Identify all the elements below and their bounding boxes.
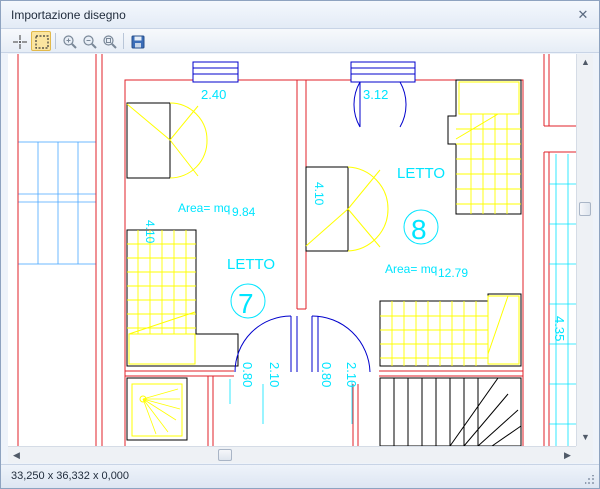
title-bar[interactable]: Importazione disegno ✕ bbox=[1, 1, 599, 29]
right-structure bbox=[549, 154, 576, 446]
scroll-left-arrow-icon[interactable]: ◀ bbox=[13, 450, 20, 460]
room-number-circle bbox=[230, 283, 266, 319]
dim-mid-height: 4.10 bbox=[312, 182, 326, 206]
scroll-up-arrow-icon[interactable]: ▲ bbox=[581, 57, 590, 67]
left-window-grid bbox=[17, 141, 97, 265]
floor-plan-drawing: 2.40 3.12 4.10 4.10 4.35 LETTO 7 Area= m… bbox=[17, 54, 576, 446]
room-name-right: LETTO bbox=[397, 165, 445, 182]
zoom-extents-icon bbox=[103, 35, 117, 49]
bed-right-bottom bbox=[379, 293, 522, 367]
scroll-right-arrow-icon[interactable]: ▶ bbox=[564, 450, 571, 460]
drawing-canvas[interactable]: 2.40 3.12 4.10 4.10 4.35 LETTO 7 Area= m… bbox=[8, 54, 576, 446]
staircase bbox=[379, 377, 522, 446]
pan-crosshair-button[interactable] bbox=[9, 31, 29, 51]
crosshair-icon bbox=[13, 35, 27, 49]
toolbar-separator bbox=[55, 33, 56, 49]
vertical-scrollbar[interactable]: ▲ ▼ bbox=[576, 54, 593, 446]
dimension-lines bbox=[229, 379, 353, 424]
bed-left bbox=[126, 229, 239, 367]
zoom-out-icon bbox=[83, 35, 97, 49]
status-bar: 33,250 x 36,332 x 0,000 bbox=[1, 464, 599, 488]
resize-grip-icon[interactable] bbox=[585, 475, 595, 485]
dim-right-edge: 4.35 bbox=[552, 316, 567, 341]
walls bbox=[124, 54, 576, 446]
top-windows bbox=[192, 61, 416, 83]
close-button[interactable]: ✕ bbox=[577, 7, 589, 22]
select-window-button[interactable] bbox=[31, 31, 51, 51]
room-number-left: 7 bbox=[238, 288, 254, 319]
cursor-coordinates: 33,250 x 36,332 x 0,000 bbox=[11, 470, 130, 482]
wardrobe-right bbox=[305, 166, 389, 252]
horizontal-scroll-thumb[interactable] bbox=[218, 449, 232, 461]
scrollbar-corner bbox=[576, 446, 593, 463]
bed-right-top bbox=[447, 79, 522, 215]
selection-rectangle-icon bbox=[35, 35, 49, 49]
dim-window-left: 2.40 bbox=[201, 87, 226, 102]
zoom-in-icon bbox=[63, 35, 77, 49]
area-value-left: 9.84 bbox=[232, 205, 256, 219]
dim-door1-width: 0.80 bbox=[240, 362, 255, 387]
horizontal-scrollbar[interactable]: ◀ ▶ bbox=[8, 446, 576, 463]
zoom-out-button[interactable] bbox=[79, 31, 99, 51]
vertical-scroll-thumb[interactable] bbox=[579, 202, 591, 216]
wardrobe-left bbox=[126, 102, 208, 179]
area-label-left: Area= mq bbox=[178, 201, 230, 215]
toolbar-separator bbox=[123, 33, 124, 49]
room-number-circle bbox=[403, 209, 439, 245]
shower bbox=[126, 377, 188, 441]
room-number-right: 8 bbox=[411, 214, 427, 245]
doors bbox=[234, 81, 407, 373]
dim-door1-height: 2.10 bbox=[267, 362, 282, 387]
toolbar bbox=[1, 29, 599, 53]
dim-window-right: 3.12 bbox=[363, 87, 388, 102]
window-title: Importazione disegno bbox=[11, 8, 126, 22]
dim-door2-width: 0.80 bbox=[319, 362, 334, 387]
area-label-right: Area= mq bbox=[385, 262, 437, 276]
dim-door2-height: 2.10 bbox=[344, 362, 359, 387]
zoom-in-button[interactable] bbox=[59, 31, 79, 51]
floppy-disk-icon bbox=[131, 35, 145, 49]
zoom-extents-button[interactable] bbox=[99, 31, 119, 51]
save-button[interactable] bbox=[127, 31, 147, 51]
dim-left-height: 4.10 bbox=[143, 220, 157, 244]
room-name-left: LETTO bbox=[227, 256, 275, 273]
scroll-down-arrow-icon[interactable]: ▼ bbox=[581, 432, 590, 442]
area-value-right: 12.79 bbox=[438, 266, 468, 280]
